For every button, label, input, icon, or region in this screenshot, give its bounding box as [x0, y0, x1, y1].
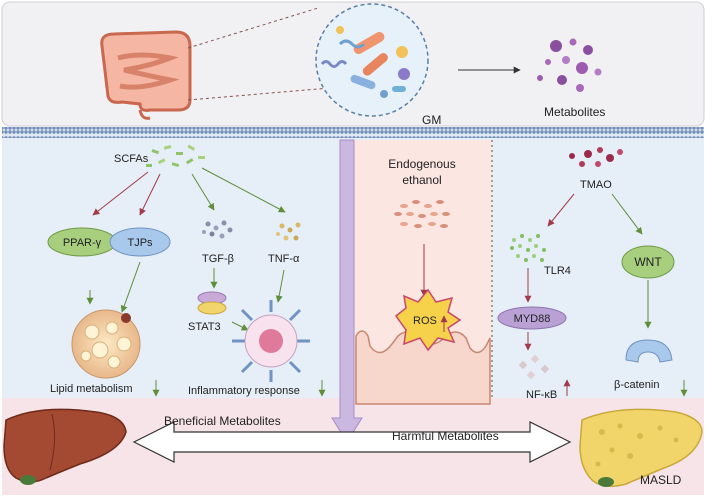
ethanol-cluster-icon: [394, 200, 450, 228]
nfkb-cluster-icon: [518, 354, 550, 380]
gm-label: GM: [422, 113, 441, 127]
stat3-label: STAT3: [188, 321, 221, 333]
stat3-icon: [197, 291, 227, 315]
beneficial-metabolites-label: Beneficial Metabolites: [164, 414, 281, 428]
tgfb-cluster-icon: [202, 220, 233, 239]
tjps-node: [109, 227, 171, 257]
harmful-metabolites-label: Harmful Metabolites: [392, 429, 499, 443]
metabolites-cluster-icon: [537, 38, 602, 92]
microbiota-circle: [315, 3, 429, 117]
metabolites-double-arrow: [132, 421, 572, 463]
wnt-node: [621, 245, 675, 279]
healthy-liver-icon: [3, 408, 127, 485]
central-downward-arrow: [331, 139, 363, 443]
arrow-tnfa-to-immune-cell: [275, 269, 285, 303]
tmao-label: TMAO: [580, 179, 612, 191]
wnt-label: WNT: [634, 255, 662, 269]
arrow-tjps-to-lipid: [120, 261, 141, 313]
beta-catenin-icon: [625, 339, 673, 363]
nfkb-label: NF-κB: [526, 389, 557, 401]
lipid-cell-icon: [71, 309, 141, 379]
arrow-scfas-to-ppar: [92, 171, 149, 216]
tnfa-cluster-icon: [276, 222, 301, 241]
tlr4-label: TLR4: [544, 265, 571, 277]
tlr4-cluster-icon: [510, 234, 546, 262]
inflammatory-response-label: Inflammatory response: [188, 385, 300, 397]
tnfa-label: TNF-α: [268, 253, 300, 265]
fatty-liver-icon: [579, 408, 703, 487]
immune-cell-icon: [232, 300, 310, 382]
tmao-cluster-icon: [569, 147, 623, 167]
intestinal-membrane: [2, 127, 704, 138]
scfas-cluster-icon: [146, 144, 205, 167]
arrow-scfas-to-tnfa: [201, 167, 286, 213]
arrow-scfas-to-tgfb: [191, 173, 215, 211]
arrow-tmao-to-wnt: [611, 193, 643, 235]
tgfb-label: TGF-β: [202, 253, 234, 265]
myd88-node: [497, 306, 567, 330]
beta-catenin-label: β-catenin: [614, 379, 659, 391]
tjps-label: TJPs: [127, 237, 153, 249]
intestine-icon: [100, 30, 192, 120]
scfas-label: SCFAs: [114, 153, 149, 165]
myd88-label: MYD88: [514, 313, 551, 325]
lipid-metabolism-label: Lipid metabolism: [50, 383, 133, 395]
arrow-scfas-to-tjps: [139, 173, 161, 216]
arrow-tmao-to-tlr4: [547, 193, 575, 227]
ros-label: ROS: [413, 315, 437, 327]
arrow-stat3-to-immune-cell: [231, 321, 249, 331]
ethanol-label-line2: ethanol: [402, 173, 441, 187]
ros-burst-icon: [394, 288, 462, 352]
ethanol-label-line1: Endogenous: [388, 157, 455, 171]
ppar-gamma-label: PPAR-γ: [63, 237, 102, 249]
metabolites-label: Metabolites: [544, 105, 605, 119]
zoom-line-top: [187, 7, 319, 49]
masld-label: MASLD: [640, 473, 682, 487]
